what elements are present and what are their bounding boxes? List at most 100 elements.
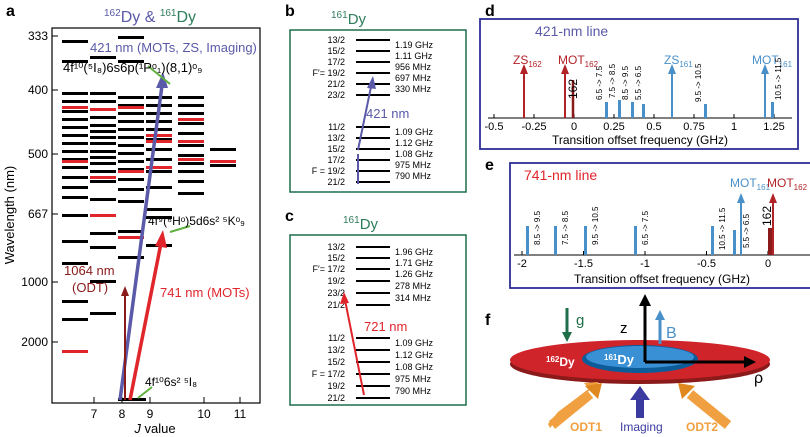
- green-pointer-upper: [147, 65, 171, 85]
- lower-level-label: 21/2: [327, 177, 345, 187]
- zs161-arrowhead: [668, 64, 676, 74]
- level-black: [90, 312, 116, 315]
- x-tick-label: -0.5: [485, 121, 504, 133]
- label-d-7.5: 7.5 -> 8.5: [608, 63, 617, 98]
- level-red: [118, 106, 144, 109]
- mot161-arrowhead: [761, 64, 769, 74]
- upper-level-label: F′= 17/2: [313, 264, 345, 274]
- level-ground: [118, 398, 146, 401]
- level-black: [178, 192, 204, 195]
- y-axis-label: Wavelength (nm): [2, 166, 17, 265]
- y-tick-1000: 1000: [21, 275, 48, 289]
- panel-c-transition-arrowhead: [340, 292, 349, 304]
- label-e-10.5: 10.5 -> 11.5: [718, 207, 727, 250]
- y-tick-333: 333: [28, 29, 48, 43]
- label-inner-161dy: 161Dy: [604, 352, 635, 367]
- lower-freq-label: 1.08 GHz: [395, 362, 434, 372]
- line-d-9.5: [704, 104, 707, 118]
- level-black: [62, 60, 88, 63]
- line-d-8.5: [631, 102, 634, 118]
- level-black: [118, 60, 144, 63]
- level-black: [90, 100, 116, 103]
- level-black: [62, 262, 88, 265]
- x-tick-label: 0: [765, 258, 771, 270]
- upper-level-label: 23/2: [327, 90, 345, 100]
- level-black: [178, 132, 204, 135]
- level-black: [62, 176, 88, 179]
- x-tick-label: 1: [731, 121, 737, 133]
- title-sup-161: 161: [160, 8, 177, 19]
- lower-freq-label: 1.08 GHz: [395, 149, 434, 159]
- lower-level-label: 21/2: [327, 393, 345, 403]
- x-tick-label: -1: [640, 258, 650, 270]
- panel-a-title: 162Dy & 161Dy: [104, 8, 196, 26]
- upper-freq-label: 1.11 GHz: [395, 51, 433, 61]
- level-black: [62, 92, 88, 95]
- level-black: [90, 180, 116, 183]
- level-black: [90, 136, 116, 139]
- upper-level-label: 23/2: [327, 288, 345, 298]
- level-red: [210, 160, 236, 163]
- x-tick-label: -2: [517, 258, 527, 270]
- mot162-e-arrowhead: [769, 193, 777, 203]
- level-red: [146, 134, 172, 137]
- x-tick-label: -1.5: [574, 258, 593, 270]
- level-black: [90, 246, 116, 249]
- lower-level-label: 11/2: [328, 333, 345, 343]
- panel-c-transition-line: [344, 299, 365, 396]
- lower-freq-label: 790 MHz: [395, 171, 432, 181]
- title-sup-162: 162: [104, 8, 121, 19]
- lower-level-label: 19/2: [327, 381, 345, 391]
- panel-d-xlabel: Transition offset frequency (GHz): [552, 133, 728, 147]
- transition-741-arrowhead: [155, 230, 167, 248]
- upper-level-label: 17/2: [327, 57, 345, 67]
- label-odt2: ODT2: [686, 420, 718, 434]
- level-black: [90, 198, 116, 201]
- label-e-5.5: 5.5 -> 6.5: [742, 213, 751, 248]
- lower-level-label: 15/2: [327, 144, 345, 154]
- level-black: [62, 240, 88, 243]
- transition-421-arrowhead: [156, 72, 168, 88]
- transition-421-line: [118, 77, 165, 401]
- level-black: [178, 162, 204, 165]
- level-black: [118, 120, 144, 123]
- label-zs162: ZS162: [513, 53, 542, 69]
- level-black: [118, 256, 144, 259]
- level-black: [118, 188, 144, 191]
- level-black: [178, 112, 204, 115]
- lower-level-label: 13/2: [327, 133, 345, 143]
- lower-level-label: 17/2: [327, 155, 345, 165]
- odt2-beam-body: [686, 390, 732, 429]
- lower-freq-label: 975 MHz: [395, 374, 432, 384]
- level-black: [62, 158, 88, 161]
- level-black: [118, 178, 144, 181]
- level-black: [146, 208, 172, 211]
- level-black: [146, 128, 172, 131]
- label-162-d: 162: [566, 79, 580, 99]
- panel-c-box: [289, 234, 467, 406]
- level-black: [118, 96, 144, 99]
- label-d-6.5: 6.5 -> 7.5: [595, 65, 604, 100]
- level-black: [90, 232, 116, 235]
- level-black: [178, 96, 204, 99]
- level-black: [118, 168, 144, 171]
- upper-level-label: 21/2: [327, 79, 345, 89]
- level-black: [146, 158, 172, 161]
- level-black: [62, 118, 88, 121]
- mot162-arrowhead: [561, 64, 569, 74]
- z-axis-arrowhead: [639, 294, 651, 306]
- lower-freq-label: 1.12 GHz: [395, 350, 434, 360]
- x-tick-label: 1.25: [763, 121, 784, 133]
- level-black: [146, 186, 172, 189]
- x-tick-label: -0.25: [521, 121, 546, 133]
- upper-freq-label: 1.19 GHz: [395, 40, 434, 50]
- panel-b-transition-arrowhead: [367, 76, 376, 89]
- level-black: [118, 36, 144, 39]
- annotation-1064-line1: 1064 nm: [64, 263, 115, 278]
- level-black: [90, 130, 116, 133]
- odt1-beam-body: [548, 390, 594, 429]
- upper-level-label: 15/2: [327, 253, 345, 263]
